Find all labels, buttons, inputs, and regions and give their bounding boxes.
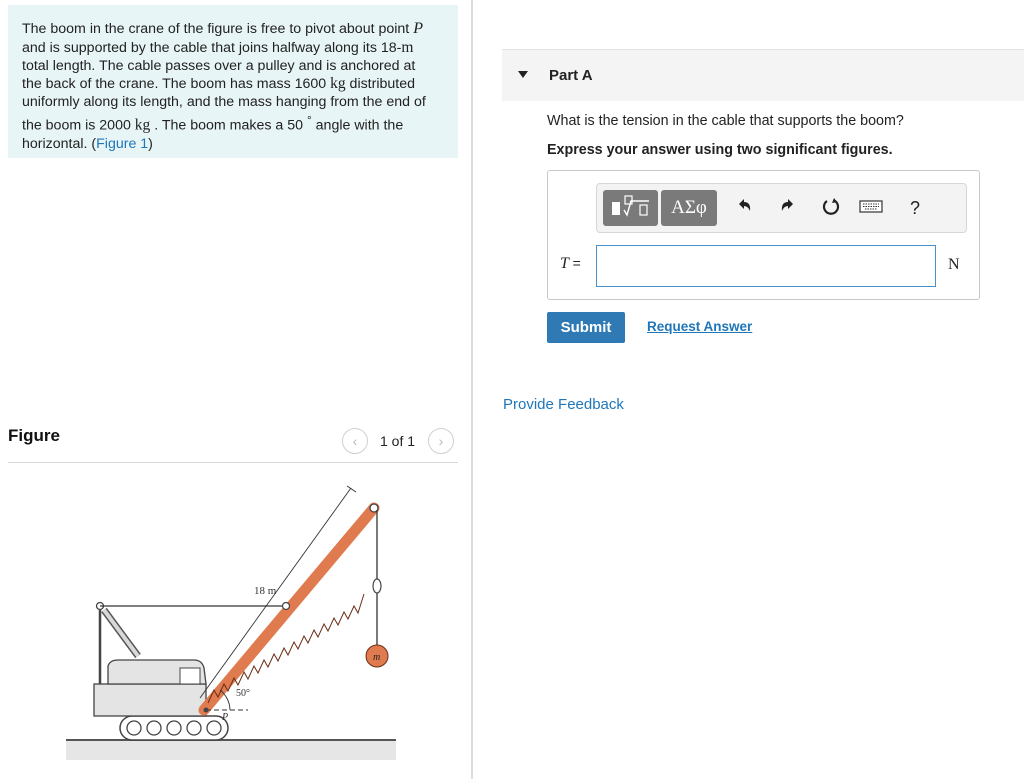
caret-down-icon[interactable] [518,71,528,78]
keyboard-icon[interactable] [858,196,884,222]
cab-window [179,667,201,685]
reset-icon[interactable] [818,196,844,222]
boom-tip-pulley [369,503,379,513]
boom-lattice [207,593,365,704]
problem-text-11: ) [148,135,153,152]
answer-input[interactable] [596,245,936,287]
boom-mid-joint [281,601,291,611]
problem-text-3: total length. The cable passes over a pu… [22,57,416,74]
hook-block [372,578,382,594]
answer-box: ΑΣφ ? T = N [547,170,980,300]
figure-heading: Figure [8,426,60,445]
problem-text-1: The boom in the crane of the figure is f… [22,21,414,37]
length-label: 18 m [254,585,277,597]
equals-sign: = [572,255,581,271]
mass-label: m [373,652,380,663]
provide-feedback-link[interactable]: Provide Feedback [503,396,624,413]
request-answer-link[interactable]: Request Answer [647,319,753,334]
problem-statement: The boom in the crane of the figure is f… [8,5,458,158]
math-templates-icon[interactable] [603,190,658,226]
submit-button[interactable]: Submit [547,312,625,343]
crane-base [93,683,207,717]
figure-link[interactable]: Figure 1 [96,135,149,152]
pivot-point [203,707,209,713]
crane-figure: m 18 m 50° P [66,485,396,760]
part-a-header[interactable]: Part A [502,49,1024,101]
degree-symbol: ° [306,112,312,127]
chevron-left-icon[interactable]: ‹ [342,428,368,454]
hanging-mass [365,644,389,668]
unit-label: N [948,256,960,273]
figure-divider [8,462,458,463]
left-panel: The boom in the crane of the figure is f… [0,0,470,779]
ground [66,740,396,760]
problem-text-10: horizontal. ( [22,135,97,152]
variable-t: T [560,255,569,272]
problem-text-6: uniformly along its length, and the mass… [22,94,426,111]
chevron-right-icon[interactable]: › [428,428,454,454]
answer-label: T = [560,255,581,273]
unit-kg-2: kg [134,116,151,134]
crane-boom [198,502,380,716]
unit-m: m [401,38,414,56]
mast-strut-inner [102,608,140,658]
problem-text-8: . The boom makes a 50 [150,117,307,134]
problem-text-2: and is supported by the cable that joins… [22,39,402,56]
panel-divider[interactable] [471,0,473,779]
problem-text-4: the back of the crane. The boom has mass… [22,76,331,93]
problem-text-5: distributed [345,76,416,93]
greek-symbols-button[interactable]: ΑΣφ [661,190,717,226]
angle-arc [219,689,231,711]
figure-pager: ‹ 1 of 1 › [342,428,458,456]
angle-label: 50° [236,688,250,699]
unit-kg: kg [330,75,346,93]
redo-icon[interactable] [775,196,801,222]
length-dimension [199,487,352,699]
part-title: Part A [549,67,593,84]
instruction-text: Express your answer using two significan… [547,142,893,158]
track-wheels [126,720,222,736]
figure-count: 1 of 1 [380,433,416,449]
math-toolbar: ΑΣφ ? [596,183,967,233]
undo-icon[interactable] [731,196,757,222]
help-button[interactable]: ? [910,198,921,218]
question-text: What is the tension in the cable that su… [547,113,904,129]
point-p: P [413,20,423,37]
pivot-label: P [221,712,228,723]
problem-text-9: angle with the [311,117,404,134]
problem-text-7: the boom is 2000 [22,117,135,134]
